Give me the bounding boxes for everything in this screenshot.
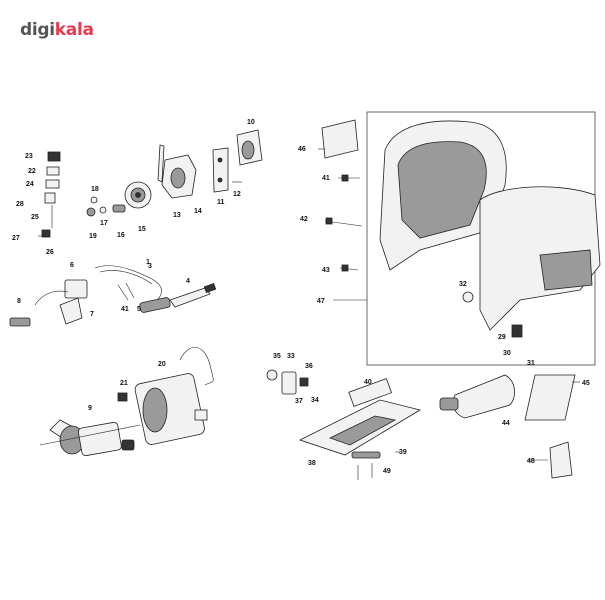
- part-label-7: 7: [90, 311, 94, 318]
- part-label-24: 24: [26, 181, 34, 188]
- counterweight-gear: [124, 181, 152, 209]
- part-label-43: 43: [322, 267, 330, 274]
- part-label-20: 20: [158, 361, 166, 368]
- part-label-38: 38: [308, 460, 316, 467]
- small-hardware-16-19: [86, 196, 126, 217]
- part-label-44: 44: [502, 420, 510, 427]
- part-label-8: 8: [17, 298, 21, 305]
- part-label-32: 32: [459, 281, 467, 288]
- part-label-14: 14: [194, 208, 202, 215]
- part-label-48: 48: [527, 458, 535, 465]
- part-label-42: 42: [300, 216, 308, 223]
- part-label-45: 45: [582, 380, 590, 387]
- part-label-4: 4: [186, 278, 190, 285]
- part-label-31: 31: [527, 360, 535, 367]
- part-label-21: 21: [120, 380, 128, 387]
- part-label-30: 30: [503, 350, 511, 357]
- part-label-46: 46: [298, 146, 306, 153]
- housing-screws: [324, 174, 474, 303]
- part-label-41-housing: 41: [322, 175, 330, 182]
- part-label-22: 22: [28, 168, 36, 175]
- leader-lines: [318, 148, 580, 461]
- part-label-11: 11: [217, 199, 225, 206]
- armature: [39, 419, 141, 457]
- part-label-49: 49: [383, 468, 391, 475]
- part-label-27: 27: [12, 235, 20, 242]
- part-label-35: 35: [273, 353, 281, 360]
- part-label-18: 18: [91, 186, 99, 193]
- part-label-25: 25: [31, 214, 39, 221]
- switch-assembly: [38, 151, 61, 238]
- part-label-15: 15: [138, 226, 146, 233]
- part-label-17: 17: [100, 220, 108, 227]
- part-label-23: 23: [25, 153, 33, 160]
- part-label-41-cord: 41: [121, 306, 129, 313]
- part-label-9: 9: [88, 405, 92, 412]
- part-label-37: 37: [295, 398, 303, 405]
- reciprocating-plates: [157, 129, 263, 199]
- part-label-28: 28: [16, 201, 24, 208]
- power-cord-assembly: [9, 265, 217, 327]
- part-label-10: 10: [247, 119, 255, 126]
- part-label-1: 1: [146, 259, 150, 266]
- part-label-12: 12: [233, 191, 241, 198]
- part-label-34: 34: [311, 397, 319, 404]
- digikala-logo: digikala: [20, 20, 94, 40]
- part-label-39: 39: [399, 449, 407, 456]
- part-label-16: 16: [117, 232, 125, 239]
- field-stator: [117, 347, 214, 445]
- part-label-47: 47: [317, 298, 325, 305]
- shoe-plate-assembly: [266, 369, 422, 480]
- part-label-29: 29: [498, 334, 506, 341]
- part-label-36: 36: [305, 363, 313, 370]
- part-label-6: 6: [70, 262, 74, 269]
- accessories: [321, 119, 576, 479]
- part-label-40: 40: [364, 379, 372, 386]
- part-label-33: 33: [287, 353, 295, 360]
- part-label-13: 13: [173, 212, 181, 219]
- housing-halves: [379, 120, 601, 338]
- part-label-19: 19: [89, 233, 97, 240]
- part-label-5: 5: [137, 306, 141, 313]
- part-label-26: 26: [46, 249, 54, 256]
- part-label-3: 3: [148, 263, 152, 270]
